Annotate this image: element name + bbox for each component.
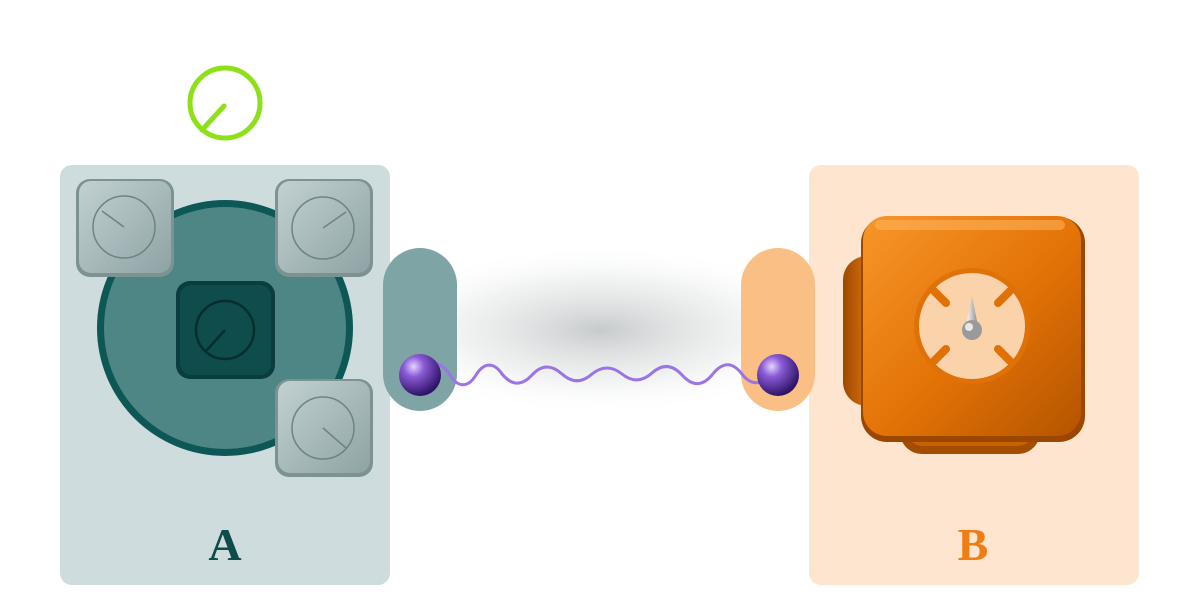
node-a — [399, 354, 441, 396]
corner-block-top-right — [275, 179, 373, 277]
node-b — [757, 354, 799, 396]
dial-icon — [291, 396, 355, 460]
needle-icon — [962, 296, 982, 340]
corner-block-top-left — [76, 179, 174, 277]
panel-b-label: B — [957, 519, 989, 570]
wavy-line-icon — [418, 362, 779, 387]
panel-a — [60, 165, 457, 585]
dial-icon — [194, 299, 256, 361]
panel-b — [741, 165, 1139, 585]
panel-a-label: A — [208, 519, 242, 570]
corner-block-bottom-right — [275, 379, 373, 477]
dial-icon — [914, 268, 1030, 384]
center-block — [176, 281, 275, 379]
dial-icon — [291, 196, 355, 260]
link-shadow — [365, 245, 835, 415]
indicator-dial-icon — [187, 65, 263, 141]
dial-icon — [92, 195, 156, 259]
